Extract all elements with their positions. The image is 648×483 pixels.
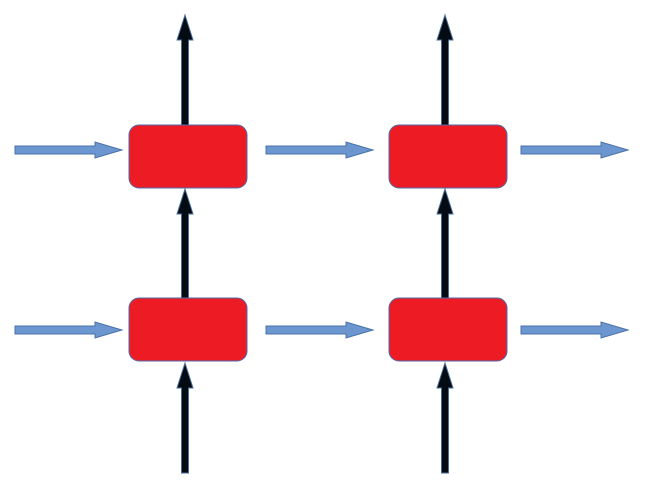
horizontal-arrow-row1-output	[520, 141, 630, 159]
vertical-arrow-col1-top-output	[176, 13, 194, 126]
horizontal-arrow-row2-output	[520, 321, 630, 339]
vertical-arrow-col2-middle	[436, 187, 454, 299]
block-row2-col2	[388, 297, 508, 362]
vertical-arrow-col1-bottom-input	[176, 361, 194, 474]
vertical-arrow-col1-middle	[176, 187, 194, 299]
block-row1-col2	[388, 124, 508, 189]
horizontal-arrow-row1-input	[14, 141, 124, 159]
horizontal-arrow-row1-middle	[265, 141, 375, 159]
horizontal-arrow-row2-middle	[265, 321, 375, 339]
block-row1-col1	[128, 124, 248, 189]
vertical-arrow-col2-top-output	[436, 13, 454, 126]
block-row2-col1	[128, 297, 248, 362]
vertical-arrow-col2-bottom-input	[436, 361, 454, 474]
horizontal-arrow-row2-input	[14, 321, 124, 339]
